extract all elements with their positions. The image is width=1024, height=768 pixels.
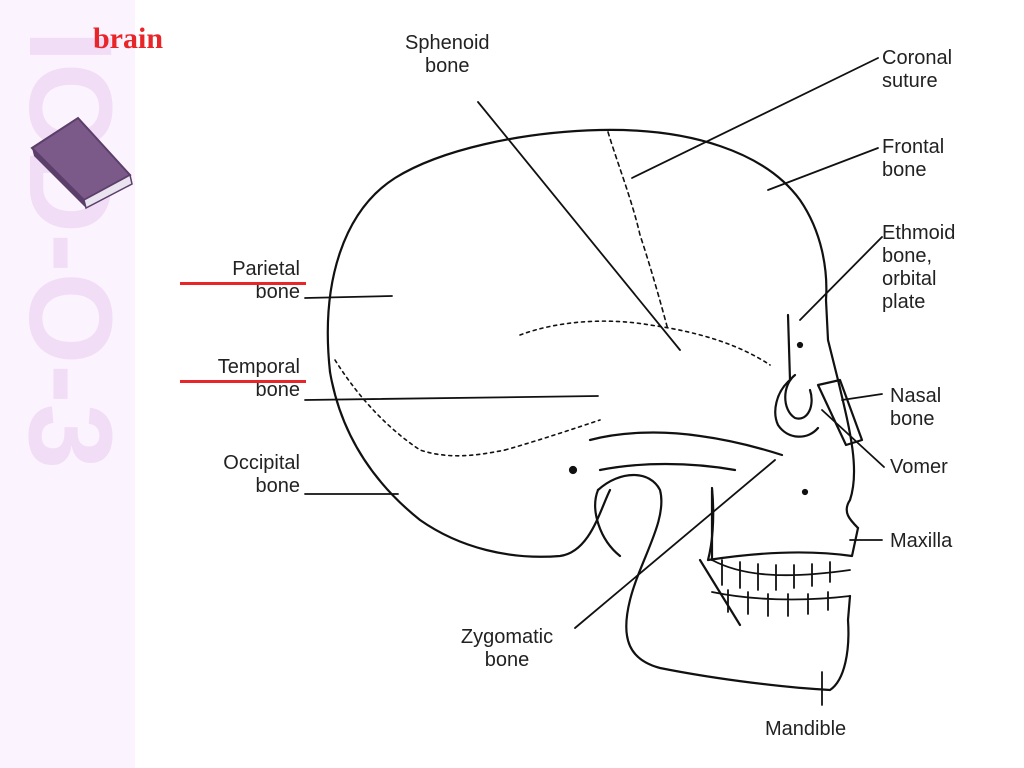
upper-teeth <box>711 559 851 591</box>
label-vomer: Vomer <box>890 456 948 478</box>
leader-zygomatic <box>574 459 776 629</box>
orbit-rim <box>774 313 820 438</box>
lambdoid-suture <box>334 359 506 457</box>
leader-sphenoid <box>477 101 681 351</box>
squamous-suture <box>519 320 771 366</box>
cranium-outline <box>326 128 828 374</box>
temporal-highlight <box>180 380 306 383</box>
leader-nasal <box>841 393 883 401</box>
label-maxilla: Maxilla <box>890 530 953 552</box>
label-mandible: Mandible <box>765 718 847 740</box>
leader-coronal <box>631 57 879 179</box>
leader-lines <box>304 57 885 706</box>
parietal-highlight <box>180 282 306 285</box>
zygomatic-arch <box>588 431 784 457</box>
leader-temporal <box>304 395 599 401</box>
nasal-bone-shape <box>816 378 864 447</box>
frontal-edge <box>824 298 840 382</box>
temporal-lower-suture <box>504 419 601 451</box>
maxilla-dot <box>801 488 809 496</box>
occipital-curve <box>328 370 612 558</box>
banner-watermark: ICD-O-3 <box>4 30 135 469</box>
maxilla-outline <box>706 486 860 562</box>
ear-canal <box>568 465 578 475</box>
leader-vomer <box>821 409 885 468</box>
mandible-ramus <box>698 488 742 627</box>
side-banner: ICD-O-3 <box>0 0 135 768</box>
orbit-inner <box>784 373 813 420</box>
page-title: brain <box>93 22 164 55</box>
orbit-dot <box>796 341 804 349</box>
nose-profile <box>836 378 860 530</box>
leader-parietal <box>304 295 393 299</box>
lower-teeth <box>711 589 851 617</box>
mandible-outline <box>596 473 852 692</box>
condyle <box>594 488 622 558</box>
book-icon <box>30 116 133 210</box>
coronal-suture-line <box>607 131 669 331</box>
leader-ethmoid <box>799 236 883 321</box>
leader-frontal <box>767 147 879 191</box>
zygomatic-arch-lower <box>598 462 737 472</box>
